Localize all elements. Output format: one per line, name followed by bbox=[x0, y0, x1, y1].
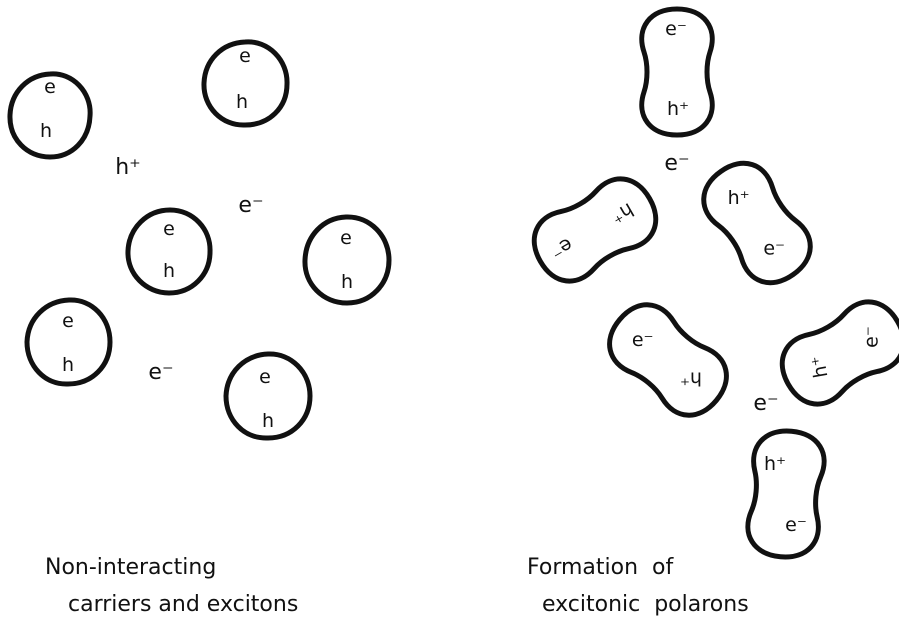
exciton-electron-label: e bbox=[163, 218, 175, 240]
exciton-electron-label: e bbox=[259, 366, 271, 388]
excitonic-polaron bbox=[745, 428, 826, 560]
polaron-hole-label: h⁺ bbox=[728, 187, 750, 209]
polaron-electron-label: e⁻ bbox=[547, 233, 577, 263]
polaron-hole-label: h⁺ bbox=[667, 98, 689, 120]
exciton-hole-label: h bbox=[40, 120, 52, 142]
exciton: e h bbox=[204, 42, 287, 125]
polaron-electron-label: e⁻ bbox=[665, 18, 687, 40]
right-caption-line2: excitonic polarons bbox=[542, 592, 749, 617]
polaron-electron-label: e⁻ bbox=[861, 326, 883, 348]
right-panel: e⁻ h⁺ e⁻ h⁺ h⁺ e⁻ e⁻ h⁺ h⁺ e⁻ bbox=[523, 9, 899, 617]
exciton: e h bbox=[10, 74, 90, 157]
polaron-electron-label: e⁻ bbox=[785, 514, 807, 536]
polaron-hole-label: h⁺ bbox=[680, 367, 702, 389]
exciton-hole-label: h bbox=[236, 91, 248, 113]
exciton-hole-label: h bbox=[163, 260, 175, 282]
left-caption-line1: Non-interacting bbox=[45, 555, 216, 580]
free-electron-label: e⁻ bbox=[238, 193, 263, 218]
left-panel: e h e h e h e h e h e h h⁺ e⁻ bbox=[10, 42, 389, 617]
polaron-hole-label: h⁺ bbox=[764, 453, 786, 475]
exciton-electron-label: e bbox=[340, 227, 352, 249]
exciton-hole-label: h bbox=[62, 354, 74, 376]
polaron-electron-label: e⁻ bbox=[763, 238, 785, 260]
polaron-electron-label: e⁻ bbox=[632, 329, 654, 351]
excitonic-polaron: e⁻ h⁺ bbox=[597, 293, 739, 428]
excitonic-polaron: h⁺ e⁻ bbox=[771, 291, 899, 415]
free-hole-label: h⁺ bbox=[115, 155, 141, 180]
right-caption-line1: Formation of bbox=[527, 555, 674, 580]
free-electron-label: e⁻ bbox=[148, 360, 173, 385]
exciton: e h bbox=[27, 300, 110, 384]
exciton-hole-label: h bbox=[341, 271, 353, 293]
polaron-hole-label: h⁺ bbox=[607, 198, 637, 228]
exciton-electron-label: e bbox=[239, 45, 251, 67]
exciton-hole-label: h bbox=[262, 410, 274, 432]
exciton-electron-label: e bbox=[62, 310, 74, 332]
free-electron-label: e⁻ bbox=[753, 391, 778, 416]
excitonic-polaron: h⁺ e⁻ bbox=[692, 151, 822, 295]
exciton-electron-label: e bbox=[44, 76, 56, 98]
excitonic-polaron: e⁻ h⁺ bbox=[523, 168, 667, 292]
left-caption-line2: carriers and excitons bbox=[68, 592, 298, 617]
exciton: e h bbox=[226, 354, 310, 438]
free-electron-label: e⁻ bbox=[664, 151, 689, 176]
polaron-hole-label: h⁺ bbox=[807, 354, 832, 380]
exciton: e h bbox=[128, 210, 210, 293]
exciton: e h bbox=[305, 217, 389, 303]
